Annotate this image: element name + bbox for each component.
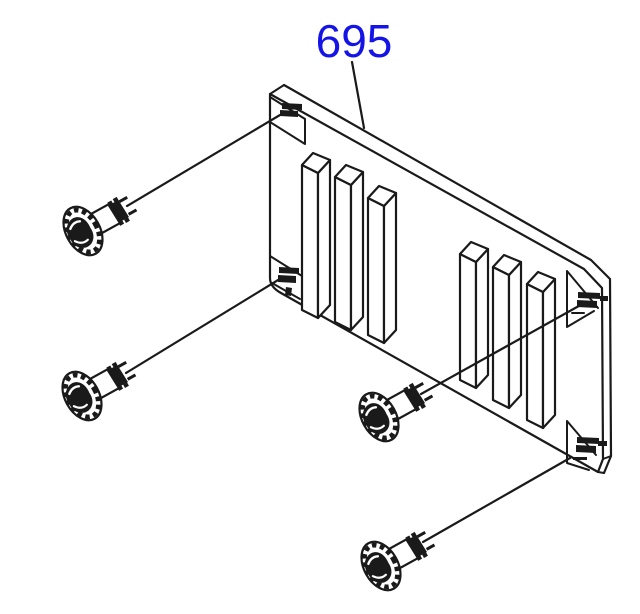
leader-lines xyxy=(124,113,588,544)
part-label-group: 695 xyxy=(316,15,393,130)
plate-front-outline xyxy=(268,92,605,474)
screw-bottom-icon xyxy=(354,516,444,597)
screw-bottom-left-icon xyxy=(55,346,145,427)
label-leader-line xyxy=(350,60,366,130)
corner-pocket-bottom-left xyxy=(269,253,303,300)
leader-line xyxy=(125,113,282,208)
rib xyxy=(525,270,557,430)
leader-line xyxy=(419,300,588,396)
corner-pocket-bottom-right xyxy=(566,420,607,471)
part-number-label[interactable]: 695 xyxy=(316,15,393,67)
ribbed-mounting-plate xyxy=(268,83,613,475)
plate-ribs xyxy=(300,151,557,430)
rib xyxy=(458,240,490,390)
rib xyxy=(491,253,523,410)
rib xyxy=(366,184,398,345)
plate-back-edge xyxy=(282,83,613,475)
leader-line xyxy=(421,456,572,544)
corner-pocket-top-left xyxy=(269,96,306,145)
rib xyxy=(333,163,365,332)
corner-pocket-top-right xyxy=(566,270,608,328)
screw-top-left-icon xyxy=(56,181,146,262)
leader-line xyxy=(124,275,285,375)
plate-corner-connectors xyxy=(269,84,612,474)
screw-middle-icon xyxy=(352,367,442,448)
rib xyxy=(300,151,332,320)
